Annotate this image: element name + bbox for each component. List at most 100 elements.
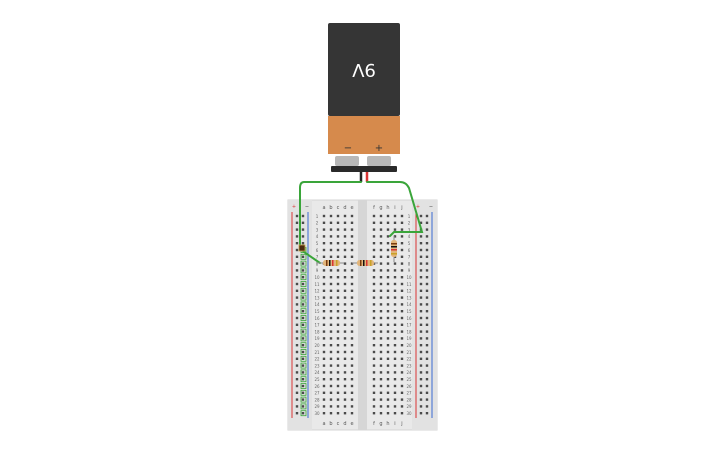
breadboard-hole[interactable] [336,289,340,292]
breadboard-hole[interactable] [322,269,326,272]
breadboard-hole[interactable] [343,371,347,374]
breadboard-hole[interactable] [343,289,347,292]
rail-hole[interactable] [301,391,305,394]
breadboard-hole[interactable] [322,255,326,258]
breadboard-hole[interactable] [343,391,347,394]
breadboard-hole[interactable] [336,221,340,224]
breadboard-hole[interactable] [393,378,397,381]
breadboard-hole[interactable] [329,344,333,347]
breadboard-hole[interactable] [350,364,354,367]
rail-hole[interactable] [419,405,423,408]
breadboard-hole[interactable] [322,330,326,333]
breadboard-hole[interactable] [336,269,340,272]
rail-hole[interactable] [295,398,299,401]
rail-hole[interactable] [301,337,305,340]
breadboard-hole[interactable] [343,303,347,306]
breadboard-hole[interactable] [386,303,390,306]
breadboard-hole[interactable] [379,255,383,258]
breadboard-hole[interactable] [343,228,347,231]
breadboard-hole[interactable] [336,282,340,286]
rail-hole[interactable] [419,296,423,299]
rail-hole[interactable] [419,242,423,245]
breadboard-hole[interactable] [322,384,326,388]
rail-hole[interactable] [301,242,305,245]
breadboard-hole[interactable] [372,357,376,360]
breadboard-hole[interactable] [386,255,390,258]
breadboard-hole[interactable] [329,337,333,340]
breadboard-hole[interactable] [322,391,326,394]
breadboard-hole[interactable] [322,303,326,306]
breadboard-hole[interactable] [386,323,390,326]
rail-hole[interactable] [301,282,305,286]
breadboard-hole[interactable] [322,289,326,292]
rail-hole[interactable] [419,248,423,252]
breadboard-hole[interactable] [400,214,404,218]
breadboard-hole[interactable] [329,323,333,326]
breadboard-hole[interactable] [372,262,376,265]
breadboard-hole[interactable] [343,323,347,326]
breadboard-hole[interactable] [386,378,390,381]
breadboard-hole[interactable] [336,398,340,401]
breadboard-hole[interactable] [336,276,340,279]
rail-hole[interactable] [419,310,423,313]
breadboard-hole[interactable] [350,337,354,340]
rail-hole[interactable] [419,221,423,224]
breadboard-hole[interactable] [372,323,376,326]
breadboard-hole[interactable] [386,242,390,245]
rail-hole[interactable] [301,228,305,231]
breadboard-hole[interactable] [329,221,333,224]
rail-hole[interactable] [425,398,429,401]
rail-hole[interactable] [419,350,423,354]
breadboard-hole[interactable] [379,242,383,245]
breadboard-hole[interactable] [322,344,326,347]
rail-hole[interactable] [425,357,429,360]
breadboard-hole[interactable] [400,310,404,313]
breadboard-hole[interactable] [393,235,397,238]
breadboard-hole[interactable] [343,405,347,408]
rail-hole[interactable] [425,276,429,279]
breadboard-hole[interactable] [386,221,390,224]
breadboard-hole[interactable] [393,289,397,292]
breadboard-hole[interactable] [336,214,340,218]
breadboard-hole[interactable] [379,296,383,299]
wires[interactable] [299,181,424,264]
breadboard-hole[interactable] [350,282,354,286]
resistor-2[interactable] [352,260,378,266]
breadboard-hole[interactable] [400,384,404,388]
breadboard-hole[interactable] [350,357,354,360]
breadboard-hole[interactable] [372,337,376,340]
rail-hole[interactable] [301,350,305,354]
rail-hole[interactable] [419,330,423,333]
breadboard-hole[interactable] [379,303,383,306]
breadboard-hole[interactable] [393,228,397,231]
breadboard-hole[interactable] [400,296,404,299]
breadboard-hole[interactable] [372,276,376,279]
breadboard-hole[interactable] [372,371,376,374]
breadboard-hole[interactable] [329,371,333,374]
breadboard-hole[interactable] [322,357,326,360]
breadboard-hole[interactable] [329,248,333,252]
rail-hole[interactable] [295,248,299,252]
rail-hole[interactable] [419,323,423,326]
breadboard-hole[interactable] [343,364,347,367]
rail-hole[interactable] [425,384,429,388]
breadboard-hole[interactable] [386,357,390,360]
breadboard-hole[interactable] [379,269,383,272]
breadboard-hole[interactable] [343,310,347,313]
rail-hole[interactable] [425,289,429,292]
breadboard-hole[interactable] [393,405,397,408]
breadboard-hole[interactable] [400,289,404,292]
breadboard-hole[interactable] [393,364,397,367]
rail-hole[interactable] [295,269,299,272]
rail-hole[interactable] [295,228,299,231]
breadboard-hole[interactable] [372,255,376,258]
rail-hole[interactable] [295,364,299,367]
breadboard-hole[interactable] [336,337,340,340]
rail-hole[interactable] [419,282,423,286]
breadboard-hole[interactable] [400,316,404,320]
rail-hole[interactable] [301,310,305,313]
breadboard-hole[interactable] [322,221,326,224]
breadboard-hole[interactable] [322,248,326,252]
breadboard-hole[interactable] [400,303,404,306]
breadboard-hole[interactable] [336,412,340,415]
